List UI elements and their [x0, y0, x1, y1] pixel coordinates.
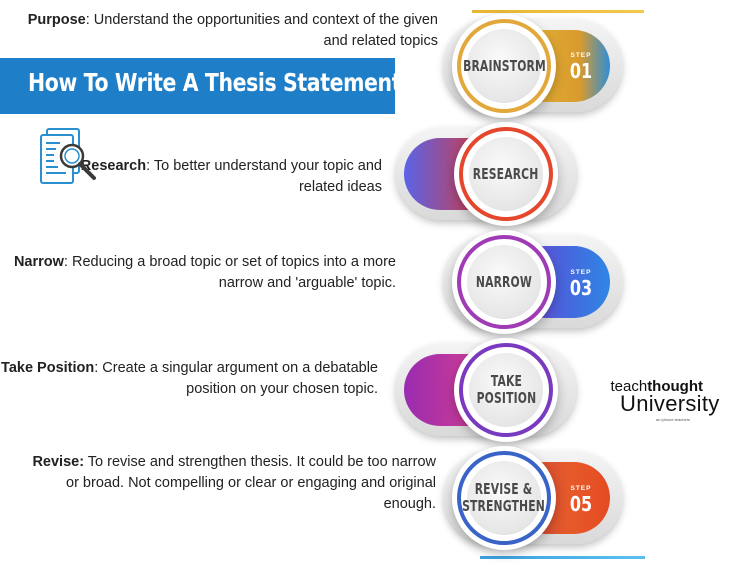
bottom-accent-line [480, 556, 645, 559]
desc-text: : To better understand your topic and re… [146, 158, 382, 195]
step-5-tag: STEP 05 [563, 485, 599, 515]
desc-text: To revise and strengthen thesis. It coul… [66, 454, 436, 512]
step-1-tag: STEP 01 [563, 52, 599, 82]
step-1-circle: BRAINSTORM [452, 14, 556, 118]
step-2-circle: RESEARCH [454, 122, 558, 226]
step-4-inner: TAKE POSITION [469, 353, 543, 427]
step-5-circle: REVISE & STRENGTHEN [452, 446, 556, 550]
teachthought-university-logo: teachthought University an iphone teache… [610, 379, 725, 429]
step-description-purpose: Purpose: Understand the opportunities an… [8, 10, 438, 52]
step-description-narrow: Narrow: Reducing a broad topic or set of… [0, 252, 396, 294]
desc-text: : Reducing a broad topic or set of topic… [63, 254, 396, 291]
step-3-inner: NARROW [467, 245, 541, 319]
step-label: STEP [570, 269, 592, 276]
step-number: 05 [569, 492, 593, 516]
desc-label: Narrow [13, 254, 64, 270]
step-4-circle: TAKE POSITION [454, 338, 558, 442]
step-4-ring: TAKE POSITION [459, 343, 553, 437]
step-number: 03 [569, 276, 593, 300]
step-4-name: TAKE POSITION [476, 372, 536, 407]
step-3-ring: NARROW [457, 235, 551, 329]
step-5-ring: REVISE & STRENGTHEN [457, 451, 551, 545]
step-2-name: RESEARCH [473, 164, 539, 183]
step-label: STEP [570, 485, 592, 492]
desc-text: : Understand the opportunities and conte… [85, 12, 438, 49]
desc-label: Purpose [27, 12, 86, 28]
desc-label: Revise: [32, 454, 85, 470]
step-label: STEP [570, 52, 592, 59]
step-5-name: REVISE & STRENGTHEN [462, 480, 546, 515]
logo-line-1: teachthought [610, 379, 703, 395]
logo-thought: thought [647, 378, 703, 395]
logo-teach: teach [610, 378, 648, 395]
logo-line-2: University [620, 391, 720, 416]
step-description-take-position: Take Position: Create a singular argumen… [0, 358, 378, 400]
title-banner: How To Write A Thesis Statement [0, 58, 402, 114]
top-accent-line [472, 10, 644, 13]
document-magnifier-icon [40, 128, 96, 184]
step-2-ring: RESEARCH [459, 127, 553, 221]
step-description-research: Research: To better understand your topi… [52, 156, 382, 198]
step-description-revise: Revise: To revise and strengthen thesis.… [16, 452, 436, 515]
step-5-inner: REVISE & STRENGTHEN [463, 461, 545, 535]
step-2-inner: RESEARCH [469, 137, 543, 211]
step-3-name: NARROW [476, 272, 533, 291]
desc-text: : Create a singular argument on a debata… [94, 360, 378, 397]
logo-tagline: an iphone teachers [656, 417, 691, 422]
step-1-name: BRAINSTORM [462, 56, 546, 75]
step-1-inner: BRAINSTORM [463, 29, 545, 103]
step-3-tag: STEP 03 [563, 269, 599, 299]
desc-label: Take Position [1, 360, 95, 376]
step-1-ring: BRAINSTORM [457, 19, 551, 113]
step-3-circle: NARROW [452, 230, 556, 334]
step-number: 01 [569, 59, 593, 83]
desc-label: Research [80, 158, 147, 174]
page-title: How To Write A Thesis Statement [28, 68, 402, 97]
